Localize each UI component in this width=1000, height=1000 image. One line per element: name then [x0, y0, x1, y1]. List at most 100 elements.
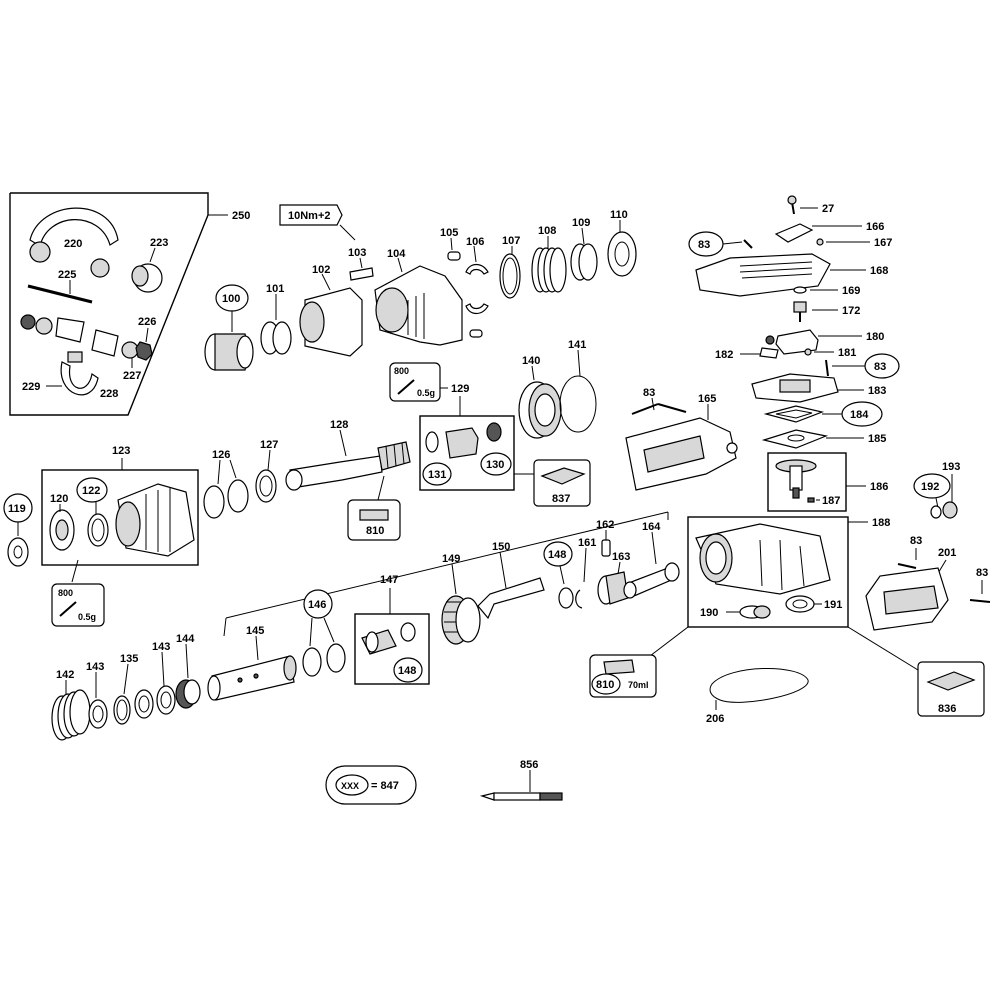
callout-148-b	[543, 541, 573, 567]
pin-162	[601, 539, 611, 557]
part-172	[793, 301, 807, 322]
leader-long	[225, 511, 669, 619]
grease-amount-a: 0.5g	[417, 388, 435, 398]
label-227: 227	[123, 370, 141, 382]
cylinder-145	[207, 655, 297, 701]
label-168: 168	[870, 265, 888, 277]
label-229: 229	[22, 381, 40, 393]
label-163: 163	[612, 551, 630, 563]
label-837: 837	[552, 493, 570, 505]
clamp-parts	[20, 314, 153, 361]
part-182	[759, 347, 779, 359]
label-180: 180	[866, 331, 884, 343]
screw-83-d	[897, 563, 917, 569]
label-250: 250	[232, 210, 250, 222]
label-223: 223	[150, 237, 168, 249]
gasket-184	[763, 405, 825, 423]
label-146: 146	[308, 599, 326, 611]
leader-188-836	[847, 626, 919, 671]
label-104: 104	[387, 248, 406, 260]
grease-amount-b: 0.5g	[78, 612, 96, 622]
leader-145-left	[223, 617, 227, 637]
label-122: 122	[82, 485, 100, 497]
label-128: 128	[330, 419, 348, 431]
label-810-b: 810	[596, 679, 614, 691]
callout-192	[913, 473, 951, 499]
part-180	[765, 329, 819, 355]
callout-148-a	[393, 657, 423, 683]
kit-250-frame	[9, 192, 209, 416]
grease-box-129	[389, 362, 441, 402]
part-169	[793, 286, 807, 294]
oil-amount: 70ml	[628, 680, 649, 690]
band-229	[60, 351, 99, 396]
bearing-140	[518, 381, 562, 439]
callout-131	[422, 462, 452, 486]
label-190: 190	[700, 607, 718, 619]
label-192: 192	[921, 481, 939, 493]
label-183: 183	[868, 385, 886, 397]
label-83-e: 83	[976, 567, 988, 579]
label-150: 150	[492, 541, 510, 553]
label-105: 105	[440, 227, 458, 239]
label-103: 103	[348, 247, 366, 259]
spring-108	[531, 247, 567, 293]
grease-box-123	[51, 583, 105, 627]
screw-103	[349, 267, 374, 281]
pencil-856	[479, 792, 563, 801]
label-143-b: 143	[152, 641, 170, 653]
washer-119	[7, 537, 29, 567]
knob-223	[131, 263, 163, 293]
label-187: 187	[822, 495, 840, 507]
grease-label-800-a: 800	[394, 366, 409, 376]
washer-146-b	[326, 643, 346, 673]
label-182: 182	[715, 349, 733, 361]
label-110: 110	[610, 209, 628, 221]
cover-201	[865, 567, 949, 631]
label-107: 107	[502, 235, 520, 247]
label-188: 188	[872, 517, 890, 529]
callout-810-b	[591, 673, 621, 695]
gearbox-188	[695, 523, 831, 595]
label-167: 167	[874, 237, 892, 249]
label-123: 123	[112, 445, 130, 457]
label-102: 102	[312, 264, 330, 276]
rod-164	[623, 562, 680, 599]
screw-27	[787, 195, 797, 215]
lever-150	[477, 577, 545, 620]
torque-callout: 10Nm+2	[279, 204, 356, 241]
part-181	[804, 348, 812, 356]
grease-callout-129: 800 0.5g	[389, 362, 441, 402]
washer-143-b	[134, 689, 154, 719]
oil-callout-810-a	[347, 499, 401, 541]
label-143-a: 143	[86, 661, 104, 673]
bracket-836	[917, 661, 985, 717]
box-129	[419, 415, 515, 491]
label-148-a: 148	[398, 665, 416, 677]
label-135: 135	[120, 653, 138, 665]
label-100: 100	[222, 293, 240, 305]
label-181: 181	[838, 347, 856, 359]
label-226: 226	[138, 316, 156, 328]
washer-110	[607, 231, 637, 277]
torque-value: 10Nm+2	[288, 210, 331, 222]
box-147	[354, 613, 430, 685]
legend-placeholder: XXX	[341, 781, 359, 791]
part-129	[425, 422, 502, 459]
label-810-a: 810	[366, 525, 384, 537]
label-120: 120	[50, 493, 68, 505]
callout-122	[76, 477, 108, 503]
label-164: 164	[642, 521, 661, 533]
label-101: 101	[266, 283, 284, 295]
label-140: 140	[522, 355, 540, 367]
label-130: 130	[486, 459, 504, 471]
label-220: 220	[64, 238, 82, 250]
label-119: 119	[8, 503, 26, 515]
label-148-b: 148	[548, 549, 566, 561]
label-108: 108	[538, 225, 556, 237]
label-109: 109	[572, 217, 590, 229]
pin-105	[447, 251, 461, 261]
label-191: 191	[824, 599, 842, 611]
housing-104	[374, 265, 463, 346]
